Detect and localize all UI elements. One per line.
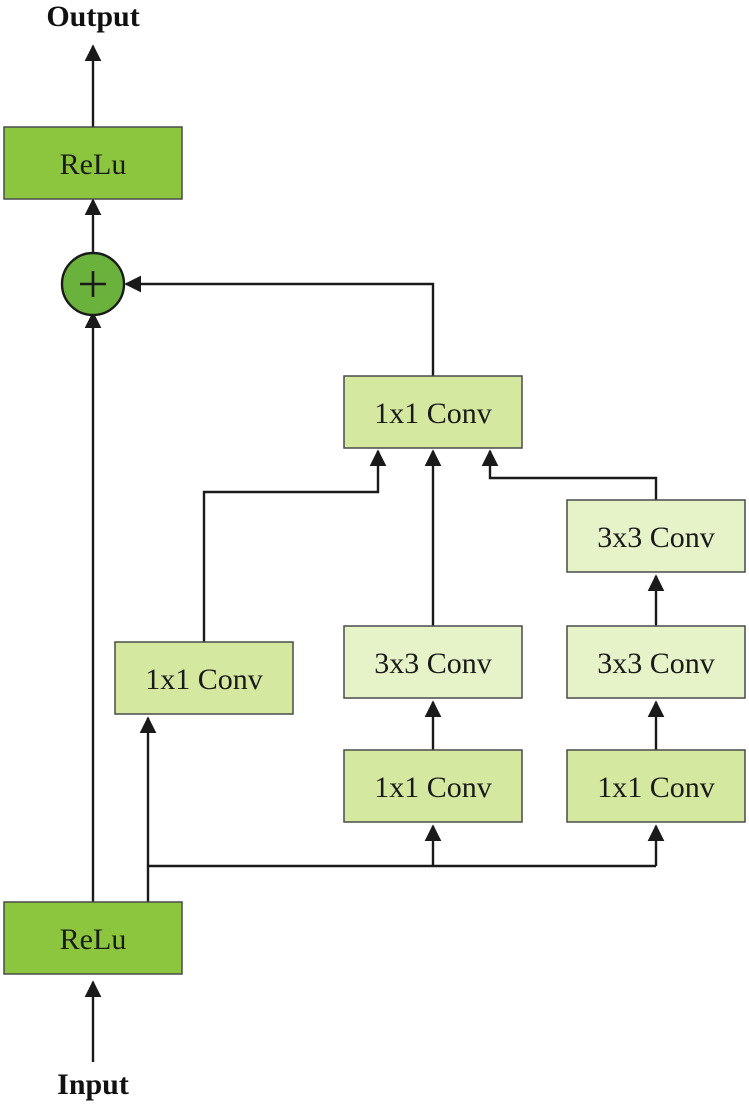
add-node xyxy=(60,251,126,317)
edge-branch1-to-merge xyxy=(202,449,387,642)
conv-branch3-c-node: 3x3 Conv xyxy=(566,499,746,573)
relu-top-box xyxy=(3,126,183,200)
conv-branch3-c-box xyxy=(566,499,746,573)
conv-branch3-c-label: 3x3 Conv xyxy=(597,521,715,554)
conv-branch2-a-label: 1x1 Conv xyxy=(374,771,492,804)
conv-branch2-b-box xyxy=(343,625,523,699)
conv-branch3-a-box xyxy=(566,749,746,823)
edge-branch3-to-merge xyxy=(481,449,658,500)
input-label: Input xyxy=(57,1068,129,1101)
conv-branch3-b-label: 3x3 Conv xyxy=(597,647,715,680)
conv-branch3-b-node: 3x3 Conv xyxy=(566,625,746,699)
conv-merge-node: 1x1 Conv xyxy=(343,375,523,449)
conv-branch2-b-node: 3x3 Conv xyxy=(343,625,523,699)
conv-merge-box xyxy=(343,375,523,449)
edge-branch-trunk xyxy=(146,864,656,902)
conv-branch2-b-label: 3x3 Conv xyxy=(374,647,492,680)
relu-top-label: ReLu xyxy=(60,148,127,181)
relu-top-node: ReLu xyxy=(3,126,183,200)
conv-branch3-b-box xyxy=(566,625,746,699)
conv-branch2-a-box xyxy=(343,749,523,823)
output-label: Output xyxy=(46,0,139,33)
conv-branch2-a-node: 1x1 Conv xyxy=(343,749,523,823)
relu-bottom-box xyxy=(3,901,183,975)
relu-bottom-node: ReLu xyxy=(3,901,183,975)
conv-branch1-label: 1x1 Conv xyxy=(145,663,263,696)
edge-merge-to-add xyxy=(124,275,435,376)
conv-branch1-node: 1x1 Conv xyxy=(114,641,294,715)
conv-branch1-box xyxy=(114,641,294,715)
conv-branch3-a-label: 1x1 Conv xyxy=(597,771,715,804)
relu-bottom-label: ReLu xyxy=(60,923,127,956)
conv-merge-label: 1x1 Conv xyxy=(374,397,492,430)
conv-branch3-a-node: 1x1 Conv xyxy=(566,749,746,823)
